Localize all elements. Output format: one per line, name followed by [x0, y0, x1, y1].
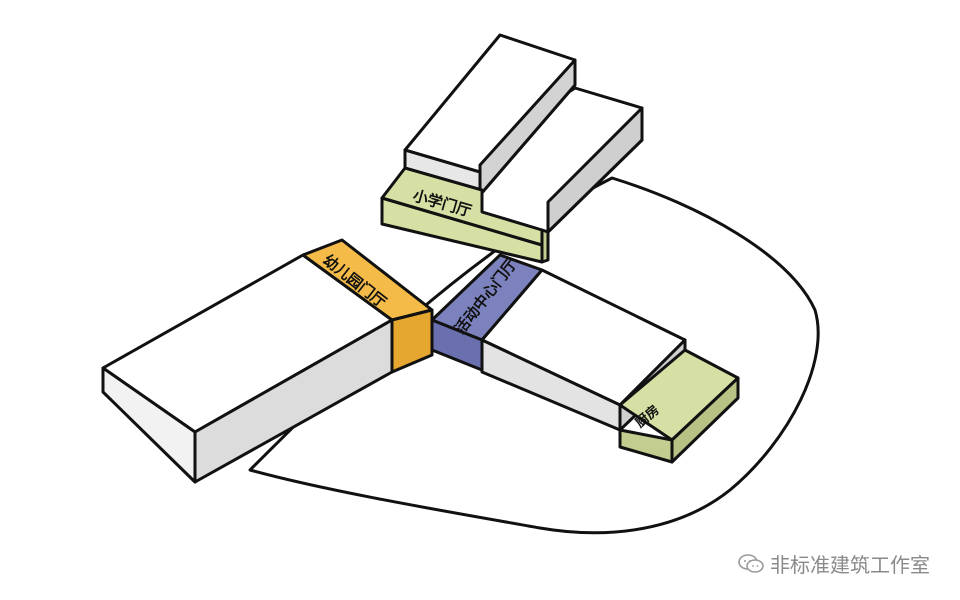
wechat-icon	[738, 553, 764, 573]
primary-lobby-side	[540, 228, 550, 264]
primary-lobby-volume	[380, 166, 550, 264]
kindergarten-block-left	[101, 366, 197, 484]
watermark: 非标准建筑工作室	[738, 549, 930, 578]
north-block-small	[403, 33, 577, 197]
kitchen-side	[670, 376, 740, 464]
kindergarten-lobby-front	[390, 308, 434, 374]
kitchen-volume	[618, 348, 740, 464]
kindergarten-lobby-volume	[301, 238, 434, 374]
watermark-text: 非标准建筑工作室	[770, 553, 930, 577]
